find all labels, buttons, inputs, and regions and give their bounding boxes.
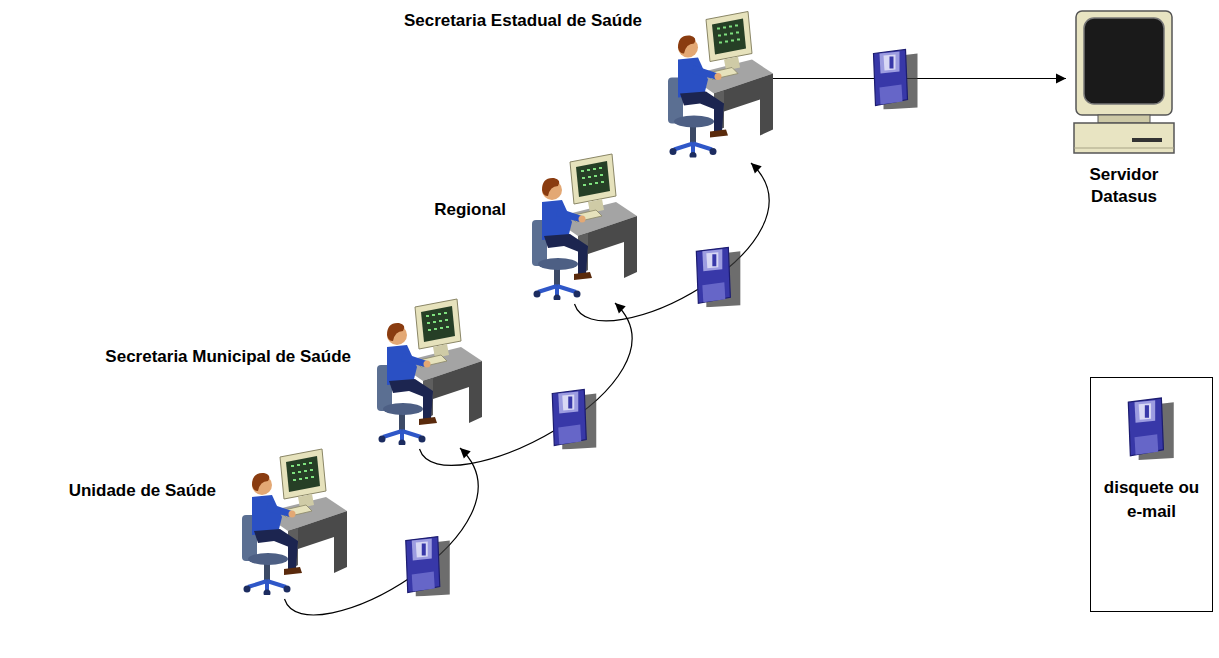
- arrow-head: [751, 163, 762, 173]
- floppy-legend-sample: [1124, 396, 1176, 460]
- workstation-node: Secretaria Estadual de Saúde: [648, 5, 773, 160]
- arrow-head: [1056, 74, 1066, 84]
- server-node: Servidor Datasus: [1066, 8, 1182, 224]
- server-computer: [1066, 8, 1182, 158]
- node-label: Secretaria Estadual de Saúde: [404, 11, 642, 31]
- workstation-node: Unidade de Saúde: [222, 445, 347, 595]
- node-label: Regional: [434, 200, 506, 220]
- connector-line: [773, 78, 1066, 79]
- floppy-icon: [696, 247, 740, 307]
- person-at-computer: [357, 295, 482, 445]
- arrow-head: [460, 448, 471, 458]
- workstation-node: Secretaria Municipal de Saúde: [357, 295, 482, 445]
- person-at-computer: [512, 150, 637, 300]
- node-label: Secretaria Municipal de Saúde: [105, 347, 351, 367]
- legend-box: disquete ou e-mail: [1090, 377, 1213, 612]
- node-label: Servidor Datasus: [1066, 164, 1182, 208]
- floppy-icon: [874, 50, 918, 110]
- legend-text: disquete ou e-mail: [1097, 476, 1206, 524]
- floppy-icon: [406, 537, 450, 597]
- floppy-icon: [552, 389, 596, 449]
- person-at-computer: [222, 445, 347, 595]
- connector: [773, 50, 1066, 110]
- person-at-computer: [648, 5, 773, 160]
- arrow-head: [615, 303, 626, 313]
- workstation-node: Regional: [512, 150, 637, 300]
- node-label: Unidade de Saúde: [69, 481, 216, 501]
